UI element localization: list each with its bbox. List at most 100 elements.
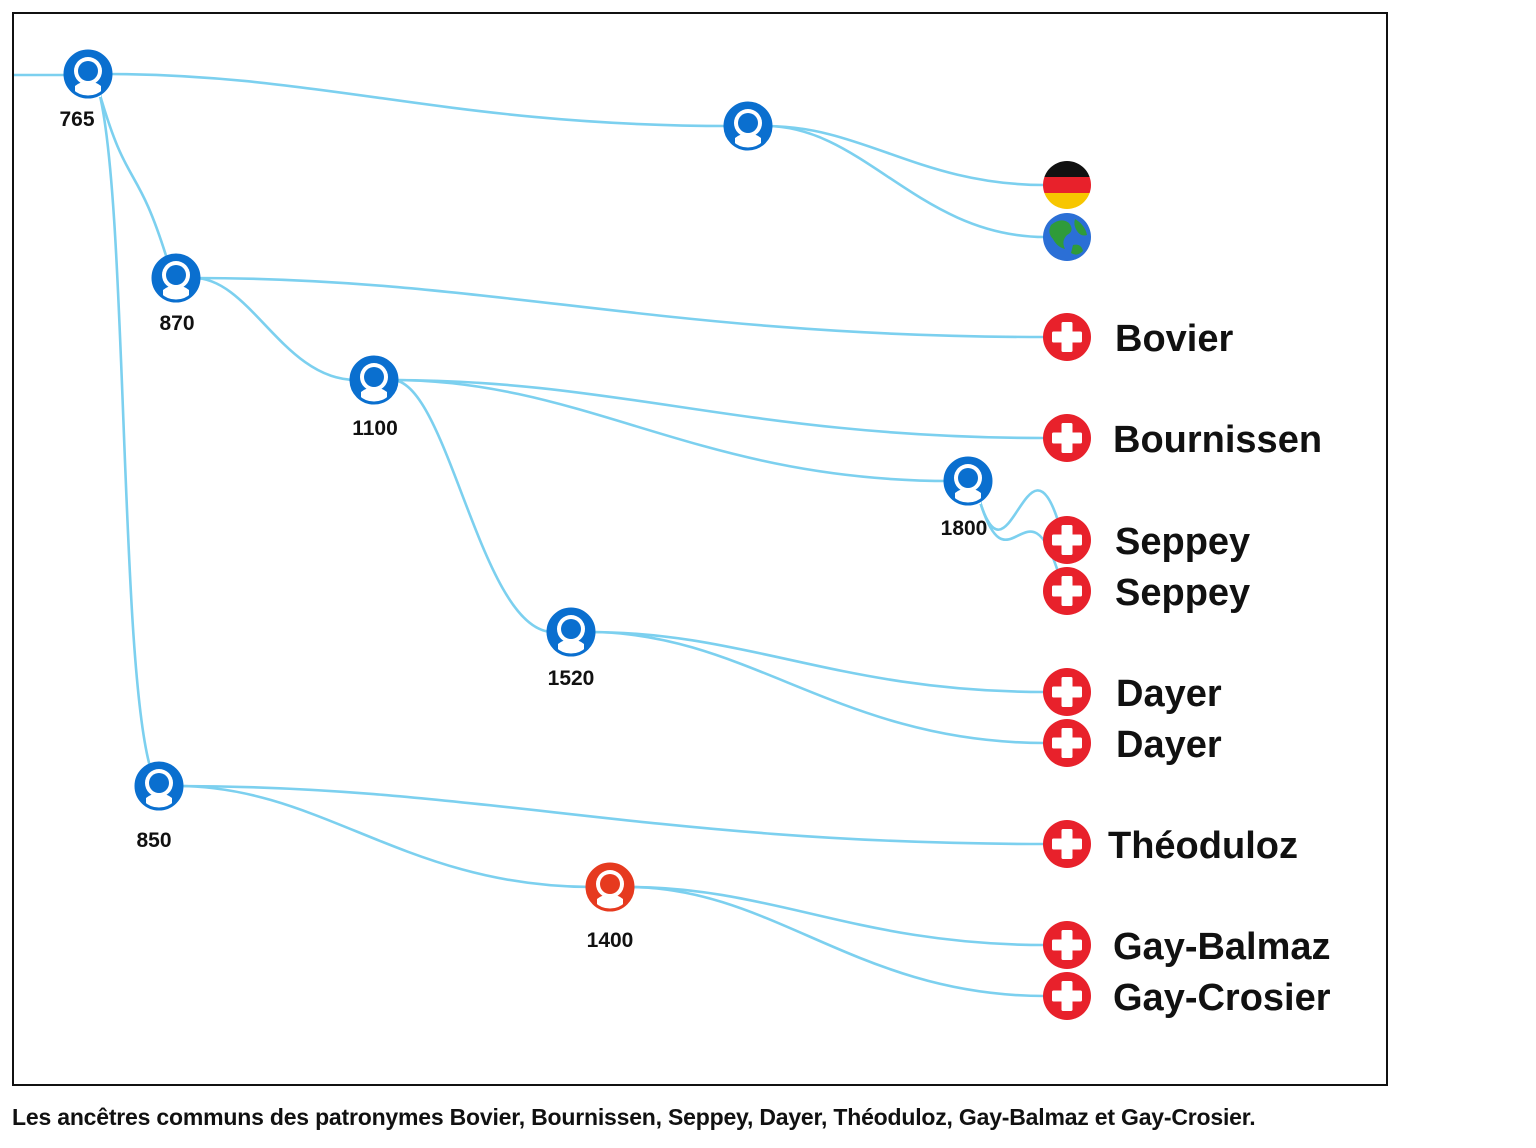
edge-a1800-seppey1 (976, 489, 1061, 531)
person-icon-face (149, 773, 169, 793)
ancestor-node-1800[interactable] (943, 456, 993, 506)
surname-label: Bovier (1115, 318, 1233, 360)
person-icon-face (958, 468, 978, 488)
surname-label: Gay-Crosier (1113, 977, 1331, 1019)
person-icon-face (166, 265, 186, 285)
edge-aTop-world (764, 124, 1047, 239)
edge-a850-a1400 (175, 784, 594, 889)
edge-aTop-de (764, 124, 1047, 187)
leaf-seppey1[interactable] (1043, 516, 1091, 564)
ancestor-node-870[interactable] (151, 253, 201, 303)
swiss-cross-icon (1043, 516, 1091, 564)
person-icon-body (597, 894, 623, 910)
german-flag-icon (1043, 161, 1091, 209)
ancestor-node-top[interactable] (723, 101, 773, 151)
edge-a1100-bournissen (390, 378, 1047, 440)
person-icon-ring (134, 761, 184, 811)
person-icon-ring (349, 355, 399, 405)
swiss-cross-horizontal (1052, 534, 1082, 546)
person-icon-ring (63, 49, 113, 99)
leaf-theoduloz[interactable] (1043, 820, 1091, 868)
edge-a850-theoduloz (175, 784, 1047, 846)
ancestor-node-850[interactable] (134, 761, 184, 811)
person-icon-body (955, 488, 981, 504)
swiss-cross-icon (1043, 668, 1091, 716)
swiss-cross-horizontal (1052, 939, 1082, 951)
ancestor-year-label: 1100 (352, 417, 398, 440)
ancestor-node-765[interactable] (63, 49, 113, 99)
swiss-cross-icon (1043, 972, 1091, 1020)
edge-a1100-a1520 (390, 378, 555, 634)
ancestry-tree-diagram: 7658701100152085014001800BovierBournisse… (14, 49, 1331, 1020)
swiss-cross-horizontal (1052, 432, 1082, 444)
ancestor-year-label: 1400 (587, 929, 634, 952)
swiss-cross-icon (1043, 921, 1091, 969)
edge-a1400-gaybalmaz (626, 885, 1047, 947)
leaf-gaycrosier[interactable] (1043, 972, 1091, 1020)
person-icon-ring (943, 456, 993, 506)
ancestor-year-label: 1800 (941, 517, 988, 540)
leaf-seppey2[interactable] (1043, 567, 1091, 615)
leaf-de[interactable] (1043, 161, 1091, 209)
swiss-cross-icon (1043, 820, 1091, 868)
person-icon-face (738, 113, 758, 133)
swiss-cross-horizontal (1052, 737, 1082, 749)
edge-a1100-a1800 (390, 378, 952, 483)
edge-a870-bovier (192, 276, 1047, 339)
person-icon-body (361, 387, 387, 403)
edge-a765-a850 (96, 86, 153, 772)
surname-label: Seppey (1115, 521, 1250, 563)
person-icon-body (146, 793, 172, 809)
person-icon-body (163, 285, 189, 301)
edge-a765-a870 (96, 86, 170, 264)
leaf-dayer2[interactable] (1043, 719, 1091, 767)
leaf-dayer1[interactable] (1043, 668, 1091, 716)
ancestor-node-1520[interactable] (546, 607, 596, 657)
edge-a1520-dayer1 (587, 630, 1047, 694)
ancestor-year-label: 765 (59, 108, 94, 131)
swiss-cross-horizontal (1052, 686, 1082, 698)
edge-a1400-gaycrosier (626, 885, 1047, 998)
surname-label: Dayer (1116, 673, 1222, 715)
leaf-bournissen[interactable] (1043, 414, 1091, 462)
diagram-frame (12, 12, 1388, 1086)
swiss-cross-icon (1043, 414, 1091, 462)
leaf-bovier[interactable] (1043, 313, 1091, 361)
person-icon-ring (723, 101, 773, 151)
person-icon-ring (585, 862, 635, 912)
leaf-gaybalmaz[interactable] (1043, 921, 1091, 969)
globe-icon (1043, 213, 1091, 261)
person-icon-face (600, 874, 620, 894)
ancestor-node-1400[interactable] (585, 862, 635, 912)
person-icon-body (735, 133, 761, 149)
edges-layer (14, 72, 1061, 998)
person-icon-face (78, 61, 98, 81)
swiss-cross-icon (1043, 719, 1091, 767)
edge-a870-a1100 (192, 276, 358, 382)
swiss-cross-horizontal (1052, 838, 1082, 850)
nodes-layer: 7658701100152085014001800BovierBournisse… (59, 49, 1331, 1020)
swiss-cross-horizontal (1052, 331, 1082, 343)
swiss-cross-horizontal (1052, 585, 1082, 597)
swiss-cross-icon (1043, 567, 1091, 615)
globe-ocean (1043, 213, 1091, 261)
ancestor-year-label: 870 (159, 312, 194, 335)
globe-land (1074, 219, 1087, 236)
globe-land (1049, 220, 1072, 249)
person-icon-face (364, 367, 384, 387)
person-icon-ring (546, 607, 596, 657)
flag-stripe-black (1043, 161, 1091, 177)
edge-a1520-dayer2 (587, 630, 1047, 745)
person-icon-body (75, 81, 101, 97)
surname-label: Bournissen (1113, 419, 1322, 461)
surname-label: Gay-Balmaz (1113, 926, 1331, 968)
ancestor-year-label: 1520 (548, 667, 595, 690)
surname-label: Seppey (1115, 572, 1250, 614)
swiss-cross-icon (1043, 313, 1091, 361)
ancestor-node-1100[interactable] (349, 355, 399, 405)
person-icon-face (561, 619, 581, 639)
leaf-world[interactable] (1043, 213, 1091, 261)
surname-label: Dayer (1116, 724, 1222, 766)
flag-stripe-gold (1043, 193, 1091, 209)
figure-caption: Les ancêtres communs des patronymes Bovi… (12, 1104, 1256, 1130)
